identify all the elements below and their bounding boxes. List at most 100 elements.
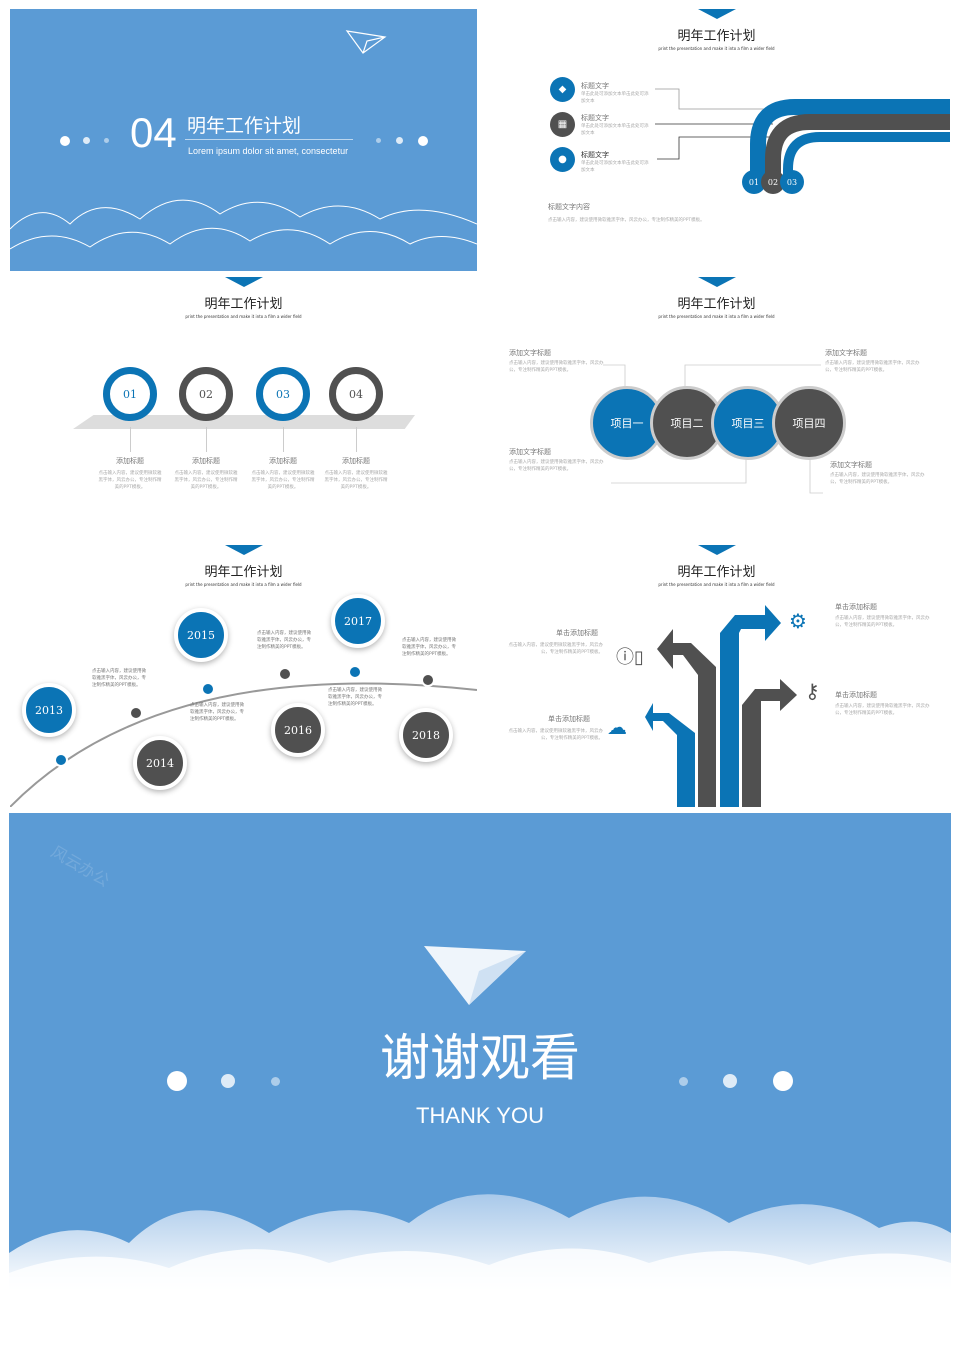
- platform: [73, 415, 415, 429]
- slide-section-title[interactable]: 04 明年工作计划 Lorem ipsum dolor sit amet, co…: [10, 9, 477, 271]
- pipe-graphic: [655, 88, 950, 184]
- note-text: 点击输入内容，建议使用微软雅黑字体，风云办公，专注制作精美的PPT模板。: [509, 361, 604, 373]
- paper-plane-icon: [424, 946, 526, 1005]
- section-number: 04: [130, 109, 177, 156]
- dot: [773, 1071, 793, 1091]
- item-text: 单击此处可添加文本单击此处可添加文本: [581, 92, 649, 104]
- dot: [83, 137, 90, 144]
- year-bubble: 2018: [399, 708, 453, 762]
- item-title: 标题文字: [581, 114, 609, 122]
- item-title: 标题文字: [581, 82, 609, 90]
- slide-steps[interactable]: 明年工作计划 print the presentation and make i…: [10, 277, 477, 539]
- year-bubble: 2016: [271, 703, 325, 757]
- section-subtitle: Lorem ipsum dolor sit amet, consectetur: [188, 146, 349, 156]
- step-title: 添加标题: [116, 457, 144, 465]
- item-text: 点击输入内容，建议使用微软雅黑字体，风云办公，专注制作精美的PPT模板。: [508, 729, 604, 741]
- step-circle: 04: [329, 367, 383, 421]
- timeline-text: 点击输入内容，建议使用微软雅黑字体，风云办公，专注制作精美的PPT模板。: [257, 631, 311, 650]
- slide-thank-you[interactable]: 风云办公 谢谢观看 THANK YOU: [9, 813, 951, 1293]
- slide-subtitle: print the presentation and make it into …: [185, 582, 302, 587]
- dot: [679, 1077, 688, 1086]
- year-bubble: 2014: [133, 736, 187, 790]
- key-icon: ⚷: [805, 679, 820, 703]
- slide-subtitle: print the presentation and make it into …: [658, 46, 775, 51]
- item-title: 单击添加标题: [835, 691, 877, 699]
- note-title: 添加文字标题: [830, 461, 872, 469]
- note-text: 点击输入内容，建议使用微软雅黑字体，风云办公，专注制作精美的PPT模板。: [509, 460, 604, 472]
- step-text: 点击输入内容，建议使用微软雅黑字体，风云办公，专注制作精美的PPT模板。: [98, 471, 162, 490]
- item-text: 点击输入内容，建议使用微软雅黑字体，风云办公，专注制作精美的PPT模板。: [835, 616, 930, 628]
- header-marker: [697, 9, 736, 19]
- note-text: 点击输入内容，建议使用微软雅黑字体，风云办公，专注制作精美的PPT模板。: [830, 473, 925, 485]
- timeline-node: [421, 673, 435, 687]
- header-marker: [224, 277, 263, 287]
- thanks-subtitle: THANK YOU: [416, 1103, 544, 1128]
- step-text: 点击输入内容，建议使用微软雅黑字体，风云办公，专注制作精美的PPT模板。: [324, 471, 388, 490]
- section-title: 明年工作计划: [187, 115, 302, 137]
- dot: [104, 138, 109, 143]
- timeline-node: [278, 667, 292, 681]
- step-circle: 03: [256, 367, 310, 421]
- badge-03: 03: [780, 170, 804, 194]
- timeline-node: [54, 753, 68, 767]
- dot: [376, 138, 381, 143]
- step-circle: 01: [103, 367, 157, 421]
- connector: [283, 427, 284, 452]
- content-text: 点击输入内容，建议使用微软雅黑字体，风云办公，专注制作精美的PPT模板。: [548, 218, 705, 223]
- slide-title: 明年工作计划: [677, 297, 756, 312]
- watermark: 风云办公: [47, 842, 113, 891]
- gears-icon: ⚙: [789, 609, 807, 633]
- header-marker: [697, 545, 736, 555]
- dot: [221, 1074, 235, 1088]
- year-bubble: 2017: [331, 594, 385, 648]
- slide-plan-icons[interactable]: 明年工作计划 print the presentation and make i…: [483, 9, 950, 271]
- note-title: 添加文字标题: [509, 448, 551, 456]
- dot: [271, 1077, 280, 1086]
- android-icon: ◆: [550, 77, 575, 102]
- slide-title: 明年工作计划: [677, 565, 756, 580]
- slide-subtitle: print the presentation and make it into …: [658, 314, 775, 319]
- clouds-decoration: [9, 1194, 951, 1293]
- paper-plane-icon: [345, 30, 387, 54]
- step-title: 添加标题: [342, 457, 370, 465]
- slide-projects[interactable]: 明年工作计划 print the presentation and make i…: [483, 277, 950, 539]
- dot: [723, 1074, 737, 1088]
- windows-icon: ▦: [550, 112, 575, 137]
- item-title: 单击添加标题: [548, 715, 590, 723]
- project-circle: 项目四: [772, 386, 846, 460]
- year-bubble: 2013: [22, 683, 76, 737]
- timeline-node: [348, 665, 362, 679]
- timeline-arc: [10, 682, 477, 807]
- timeline-text: 点击输入内容，建议使用微软雅黑字体，风云办公，专注制作精美的PPT模板。: [328, 688, 382, 707]
- slide-subtitle: print the presentation and make it into …: [185, 314, 302, 319]
- cloud-outline-decoration: [10, 199, 477, 250]
- cloud-transfer-icon: ☁: [607, 715, 627, 739]
- dot: [396, 137, 403, 144]
- timeline-text: 点击输入内容，建议使用微软雅黑字体，风云办公，专注制作精美的PPT模板。: [92, 669, 146, 688]
- header-marker: [697, 277, 736, 287]
- connector: [356, 427, 357, 452]
- item-text: 点击输入内容，建议使用微软雅黑字体，风云办公，专注制作精美的PPT模板。: [508, 643, 604, 655]
- slide-arrows[interactable]: 明年工作计划 print the presentation and make i…: [483, 545, 950, 807]
- thanks-title: 谢谢观看: [380, 1029, 580, 1087]
- connector: [130, 427, 131, 452]
- timeline-node: [129, 706, 143, 720]
- content-title: 标题文字内容: [548, 203, 590, 211]
- slide-subtitle: print the presentation and make it into …: [658, 582, 775, 587]
- item-title: 单击添加标题: [556, 629, 598, 637]
- header-marker: [224, 545, 263, 555]
- slide-timeline[interactable]: 明年工作计划 print the presentation and make i…: [10, 545, 477, 807]
- apple-icon: ●: [550, 147, 575, 172]
- item-title: 单击添加标题: [835, 603, 877, 611]
- note-text: 点击输入内容，建议使用微软雅黑字体，风云办公，专注制作精美的PPT模板。: [825, 361, 920, 373]
- timeline-text: 点击输入内容，建议使用微软雅黑字体，风云办公，专注制作精美的PPT模板。: [190, 703, 244, 722]
- item-title: 标题文字: [581, 151, 609, 159]
- dot: [167, 1071, 187, 1091]
- note-title: 添加文字标题: [509, 349, 551, 357]
- item-text: 单击此处可添加文本单击此处可添加文本: [581, 124, 649, 136]
- slide-title: 明年工作计划: [677, 29, 756, 44]
- slide-title: 明年工作计划: [204, 565, 283, 580]
- arrows-graphic: [645, 605, 797, 807]
- project-circle: 项目二: [650, 386, 724, 460]
- connector-lines: [603, 364, 823, 494]
